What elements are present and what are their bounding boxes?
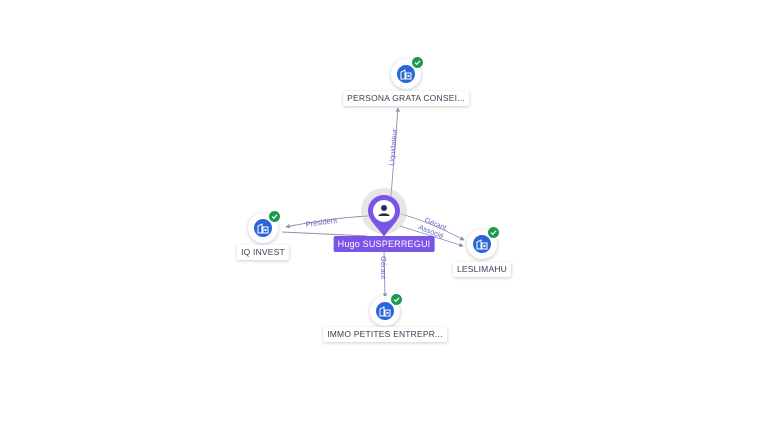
verified-check-icon xyxy=(487,226,500,239)
edge-president xyxy=(285,215,369,229)
company-label-leslimahu[interactable]: LESLIMAHU xyxy=(453,262,511,277)
verified-check-icon xyxy=(411,56,424,69)
verified-check-icon xyxy=(268,210,281,223)
person-node[interactable] xyxy=(367,194,401,238)
edge-label-president: Président xyxy=(305,216,339,229)
edge-label-gerant-immo: Gérant xyxy=(379,256,388,280)
company-node-iq-invest[interactable] xyxy=(248,210,281,243)
building-icon xyxy=(397,65,415,83)
person-name-label[interactable]: Hugo SUSPERREGUI xyxy=(333,236,435,252)
building-icon xyxy=(376,302,394,320)
building-icon xyxy=(254,219,272,237)
person-icon xyxy=(378,205,390,216)
company-label-immo[interactable]: IMMO PETITES ENTREPR... xyxy=(323,327,447,342)
edge-gerant-immo xyxy=(382,249,388,298)
building-icon xyxy=(473,235,491,253)
company-label-iq-invest[interactable]: IQ INVEST xyxy=(237,245,289,260)
edge-label-liquidateur: Liquidateur xyxy=(387,128,399,166)
edge-iq-link xyxy=(281,231,368,237)
company-label-persona[interactable]: PERSONA GRATA CONSEI... xyxy=(343,91,469,106)
company-node-immo[interactable] xyxy=(370,293,403,326)
company-node-persona[interactable] xyxy=(391,56,424,89)
edge-liquidateur xyxy=(390,107,400,197)
company-node-leslimahu[interactable] xyxy=(467,226,500,259)
edge-gerant-leslimahu xyxy=(400,213,465,241)
verified-check-icon xyxy=(390,293,403,306)
